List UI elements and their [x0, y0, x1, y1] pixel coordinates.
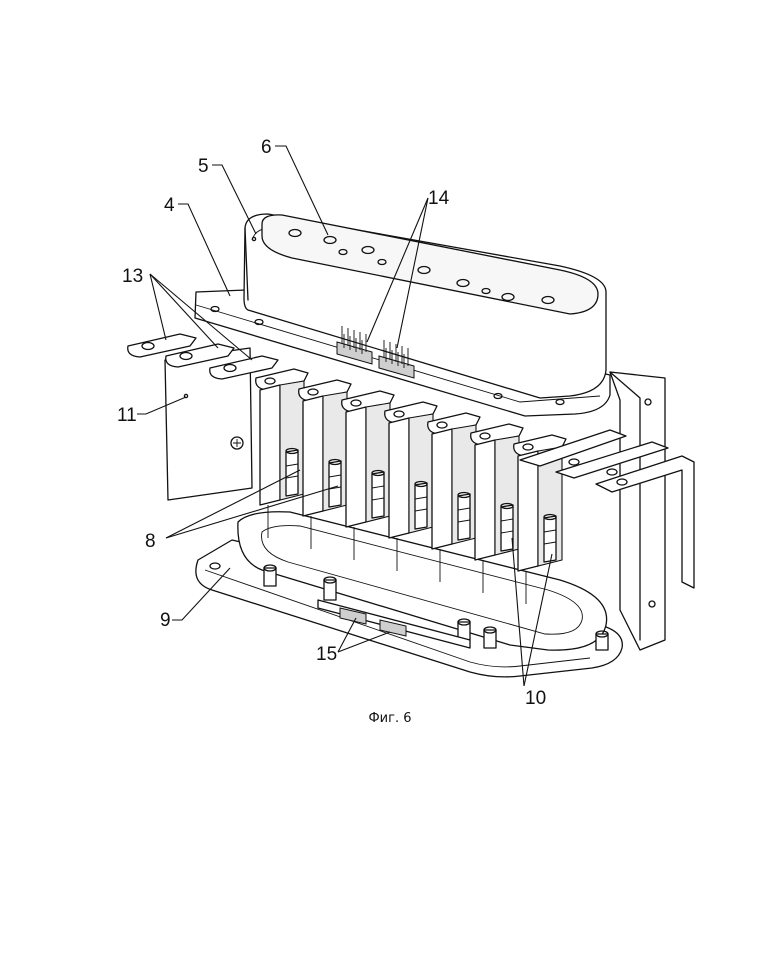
label-9: 9	[160, 610, 171, 631]
figure-caption: Фиг. 6	[0, 711, 780, 726]
label-6: 6	[261, 137, 272, 158]
label-5: 5	[198, 156, 209, 177]
label-11: 11	[117, 405, 137, 426]
label-10: 10	[525, 688, 546, 709]
label-15: 15	[316, 644, 337, 665]
side-bracket-right	[610, 372, 665, 650]
label-4: 4	[164, 195, 175, 216]
label-13: 13	[122, 266, 143, 287]
label-14: 14	[428, 188, 450, 209]
label-8: 8	[145, 531, 156, 552]
